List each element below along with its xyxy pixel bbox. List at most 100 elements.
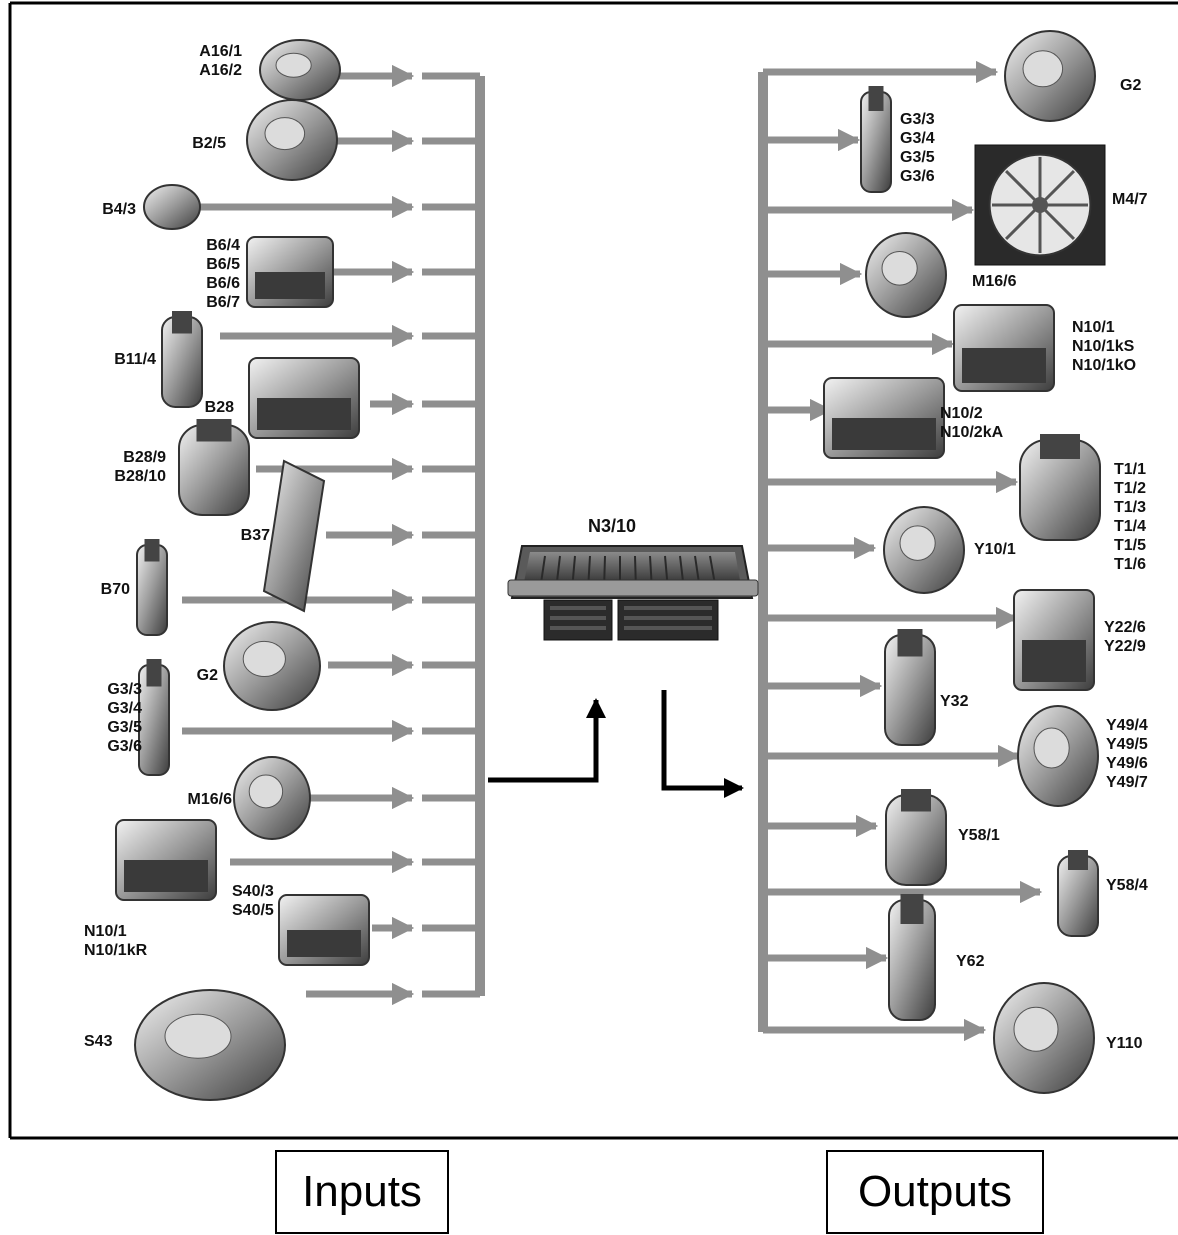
component-label-line: T1/4 bbox=[1114, 518, 1146, 535]
ecu-module: N3/10 bbox=[508, 516, 758, 640]
component-label-line: Y22/6 bbox=[1104, 619, 1146, 636]
component-label-line: Y32 bbox=[940, 693, 969, 710]
flow-arrow-out bbox=[664, 690, 742, 788]
component-label: B70 bbox=[101, 581, 130, 598]
component-image bbox=[1058, 850, 1098, 936]
component-image bbox=[247, 100, 337, 180]
component-label-line: N10/1 bbox=[84, 923, 127, 940]
component-label-line: N10/2kA bbox=[940, 424, 1004, 441]
component-label-line: N10/1 bbox=[1072, 319, 1115, 336]
component-label: S40/3S40/5 bbox=[232, 883, 274, 919]
component-image bbox=[884, 507, 964, 593]
component-label-line: G3/4 bbox=[107, 700, 142, 717]
component-image bbox=[885, 629, 935, 745]
component-label: Y10/1 bbox=[974, 541, 1016, 558]
component-image bbox=[866, 233, 946, 317]
component-label-line: G3/3 bbox=[107, 681, 142, 698]
component-label-line: Y10/1 bbox=[974, 541, 1016, 558]
component-label: S43 bbox=[84, 1033, 113, 1050]
component-label-line: M4/7 bbox=[1112, 191, 1148, 208]
component-label-line: B2/5 bbox=[192, 135, 226, 152]
component-label: Y58/4 bbox=[1106, 877, 1148, 894]
component-label-line: Y22/9 bbox=[1104, 638, 1146, 655]
component-label-line: G3/3 bbox=[900, 111, 935, 128]
outputs-caption: Outputs bbox=[826, 1150, 1044, 1234]
component-label-line: B6/4 bbox=[206, 237, 240, 254]
input-components bbox=[116, 40, 369, 1100]
component-label: B2/5 bbox=[192, 135, 226, 152]
component-label-line: N10/1kR bbox=[84, 942, 148, 959]
component-label-line: B6/5 bbox=[206, 256, 240, 273]
component-label-line: B6/7 bbox=[206, 294, 240, 311]
component-label-line: B28/9 bbox=[123, 449, 166, 466]
component-label-line: Y58/1 bbox=[958, 827, 1000, 844]
output-components bbox=[824, 31, 1105, 1093]
component-label-line: Y62 bbox=[956, 953, 985, 970]
component-label-line: B70 bbox=[101, 581, 130, 598]
component-image bbox=[1020, 434, 1100, 540]
component-label-line: G2 bbox=[197, 667, 218, 684]
component-label-line: Y49/6 bbox=[1106, 755, 1148, 772]
component-label-line: T1/2 bbox=[1114, 480, 1146, 497]
component-image bbox=[861, 86, 891, 192]
component-label: N10/1N10/1kS N10/1kO bbox=[1072, 319, 1136, 374]
component-label: G2 bbox=[1120, 77, 1141, 94]
component-label-line: N10/1kO bbox=[1072, 357, 1136, 374]
component-image bbox=[135, 990, 285, 1100]
component-label: B4/3 bbox=[102, 201, 136, 218]
component-label-line: A16/1 bbox=[199, 43, 242, 60]
component-label-line: S43 bbox=[84, 1033, 113, 1050]
component-label-line: Y49/7 bbox=[1106, 774, 1148, 791]
component-image bbox=[179, 419, 249, 515]
component-label-line: B37 bbox=[241, 527, 270, 544]
component-label: M16/6 bbox=[972, 273, 1017, 290]
component-label-line: T1/6 bbox=[1114, 556, 1146, 573]
component-image bbox=[824, 378, 944, 458]
component-image bbox=[954, 305, 1054, 391]
component-label-line: G3/6 bbox=[107, 738, 142, 755]
component-label: Y58/1 bbox=[958, 827, 1000, 844]
component-label-line: Y49/4 bbox=[1106, 717, 1148, 734]
component-label-line: M16/6 bbox=[188, 791, 233, 808]
component-label-line: Y58/4 bbox=[1106, 877, 1148, 894]
component-label-line: B28 bbox=[205, 399, 234, 416]
component-label-line: G3/5 bbox=[107, 719, 142, 736]
component-image bbox=[144, 185, 200, 229]
component-label: M4/7 bbox=[1112, 191, 1148, 208]
component-label-line: S40/3 bbox=[232, 883, 274, 900]
component-label-line: G3/4 bbox=[900, 130, 935, 147]
component-label-line: G3/6 bbox=[900, 168, 935, 185]
component-label-line: G3/5 bbox=[900, 149, 935, 166]
component-image bbox=[234, 757, 310, 839]
ecu-label: N3/10 bbox=[588, 516, 636, 536]
component-label-line: B6/6 bbox=[206, 275, 240, 292]
component-label-line: B11/4 bbox=[114, 351, 156, 368]
component-image bbox=[1018, 706, 1098, 806]
component-label-line: N10/1kS bbox=[1072, 338, 1135, 355]
component-label: Y62 bbox=[956, 953, 985, 970]
component-label-line: M16/6 bbox=[972, 273, 1017, 290]
flow-arrow-in bbox=[488, 700, 596, 780]
component-image bbox=[116, 820, 216, 900]
component-label-line: Y110 bbox=[1106, 1035, 1143, 1052]
component-image bbox=[889, 894, 935, 1020]
component-label-line: G2 bbox=[1120, 77, 1141, 94]
component-image bbox=[260, 40, 340, 100]
component-label: M16/6 bbox=[188, 791, 233, 808]
component-label: G2 bbox=[197, 667, 218, 684]
component-image bbox=[975, 145, 1105, 265]
component-image bbox=[162, 311, 202, 407]
inputs-caption: Inputs bbox=[275, 1150, 449, 1234]
component-label: Y32 bbox=[940, 693, 969, 710]
component-label: B11/4 bbox=[114, 351, 156, 368]
component-label-line: N10/2 bbox=[940, 405, 983, 422]
component-label: B28 bbox=[205, 399, 234, 416]
